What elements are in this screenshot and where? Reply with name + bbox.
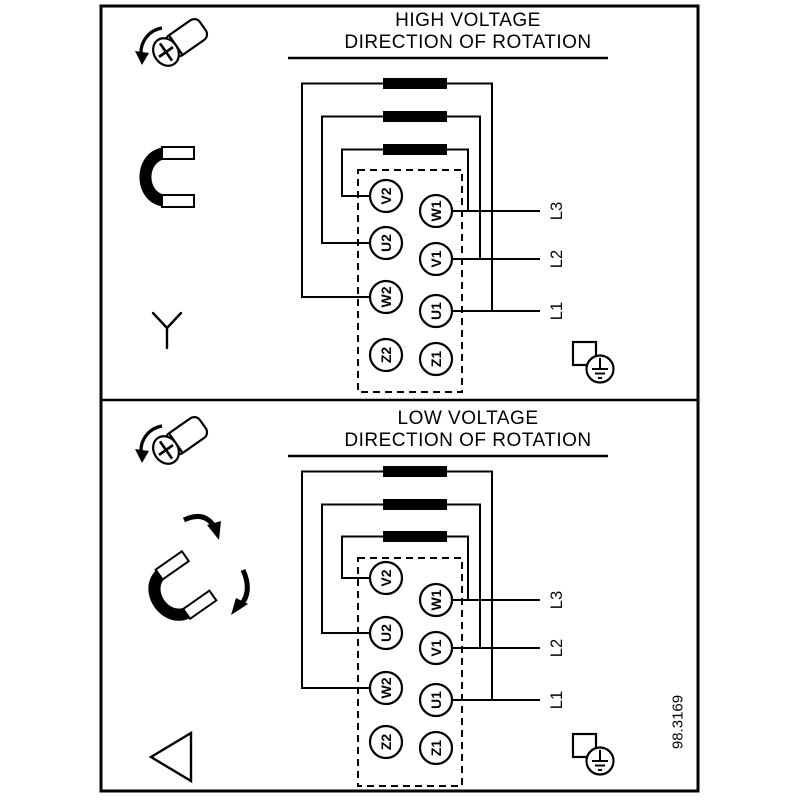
terminal-box bbox=[357, 557, 463, 787]
phase-label-l3: L3 bbox=[548, 202, 566, 220]
star-symbol bbox=[151, 311, 183, 350]
jumper-bars bbox=[383, 78, 447, 155]
phase-label-l1: L1 bbox=[548, 691, 566, 709]
terminal-box bbox=[357, 169, 463, 393]
terminal-w2: W2 bbox=[368, 670, 404, 706]
section-title-line2: DIRECTION OF ROTATION bbox=[344, 430, 591, 451]
terminal-label: V2 bbox=[378, 569, 394, 586]
drawing-number: 98.3169 bbox=[670, 695, 687, 749]
outer-border bbox=[99, 4, 700, 793]
terminal-label: W2 bbox=[378, 286, 394, 307]
terminal-u2: U2 bbox=[368, 615, 404, 651]
removal-arrows bbox=[182, 513, 250, 615]
terminal-z1: Z1 bbox=[418, 730, 454, 766]
low-voltage-section: LOW VOLTAGE DIRECTION OF ROTATION bbox=[133, 408, 615, 787]
terminal-z2: Z2 bbox=[368, 337, 404, 373]
terminal-w1: W1 bbox=[418, 193, 454, 229]
section-title-line2: DIRECTION OF ROTATION bbox=[344, 32, 591, 53]
terminal-u1: U1 bbox=[418, 682, 454, 718]
phase-label-l2: L2 bbox=[548, 250, 566, 268]
terminal-label: U1 bbox=[428, 691, 444, 709]
section-title-line1: HIGH VOLTAGE bbox=[395, 10, 541, 31]
terminal-label: W1 bbox=[428, 589, 444, 610]
terminal-z1: Z1 bbox=[418, 341, 454, 377]
terminal-w1: W1 bbox=[418, 582, 454, 618]
terminal-v1: V1 bbox=[418, 630, 454, 666]
jumper-wiring bbox=[301, 82, 540, 312]
terminal-label: Z1 bbox=[428, 351, 444, 368]
terminal-u1: U1 bbox=[418, 293, 454, 329]
phase-label-l2: L2 bbox=[548, 639, 566, 657]
jumper-bars bbox=[383, 466, 447, 542]
terminal-w2: W2 bbox=[368, 279, 404, 315]
terminal-label: Z1 bbox=[428, 740, 444, 757]
terminal-label: W1 bbox=[428, 200, 444, 221]
terminal-v2: V2 bbox=[368, 560, 404, 596]
terminal-label: U2 bbox=[378, 624, 394, 642]
terminal-z2: Z2 bbox=[368, 724, 404, 760]
terminal-label: V2 bbox=[378, 187, 394, 204]
section-title-line1: LOW VOLTAGE bbox=[398, 408, 539, 429]
terminal-label: U2 bbox=[378, 234, 394, 252]
terminal-v1: V1 bbox=[418, 241, 454, 277]
terminal-label: Z2 bbox=[378, 347, 394, 364]
terminal-u2: U2 bbox=[368, 225, 404, 261]
phase-label-l3: L3 bbox=[548, 591, 566, 609]
phase-label-l1: L1 bbox=[548, 302, 566, 320]
jumper-wiring bbox=[301, 470, 540, 701]
terminal-label: W2 bbox=[378, 677, 394, 698]
terminal-label: U1 bbox=[428, 302, 444, 320]
terminal-v2: V2 bbox=[368, 178, 404, 214]
terminal-label: Z2 bbox=[378, 734, 394, 751]
delta-symbol bbox=[148, 730, 193, 784]
terminal-label: V1 bbox=[428, 639, 444, 656]
terminal-label: V1 bbox=[428, 250, 444, 267]
high-voltage-section: HIGH VOLTAGE DIRECTION OF ROTATION bbox=[133, 10, 615, 393]
